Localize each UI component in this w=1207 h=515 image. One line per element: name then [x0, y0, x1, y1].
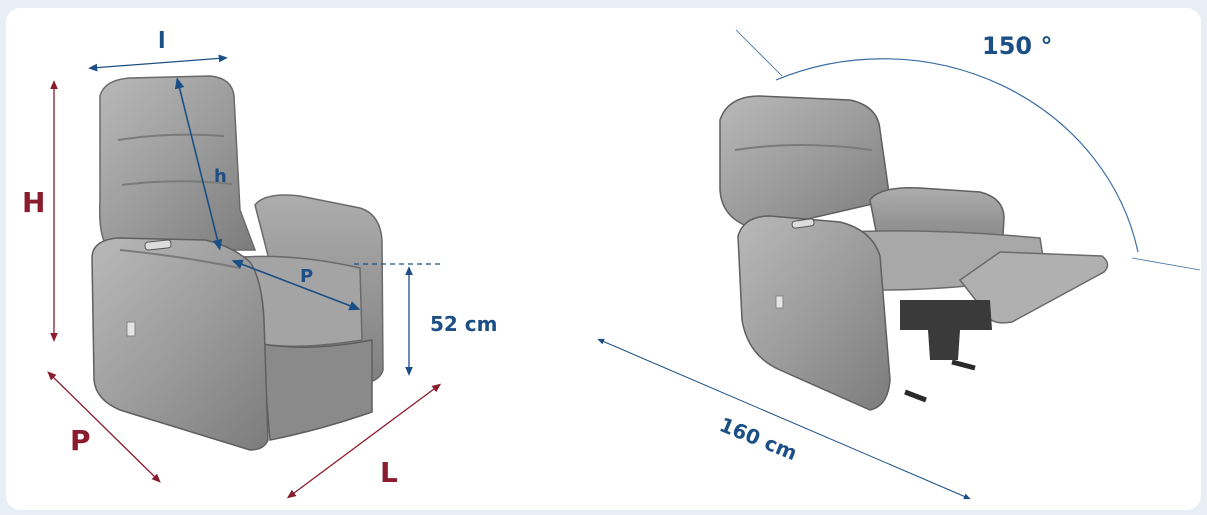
length-label: L — [380, 456, 398, 489]
seat-height-label: 52 cm — [430, 312, 498, 336]
height-label: H — [22, 186, 45, 219]
width-label: l — [158, 29, 166, 54]
recline-angle-label: 150 ° — [982, 32, 1052, 60]
back-height-label: h — [214, 166, 227, 187]
seat-depth-label: P — [300, 266, 313, 287]
chair-reclined-illustration — [719, 95, 1109, 411]
depth-label: P — [70, 424, 91, 457]
chair-reclined-dimensions — [597, 29, 1201, 500]
chair-front-dimensions — [47, 54, 442, 499]
chair-front-labels: l H h P 52 cm P L — [22, 29, 498, 489]
